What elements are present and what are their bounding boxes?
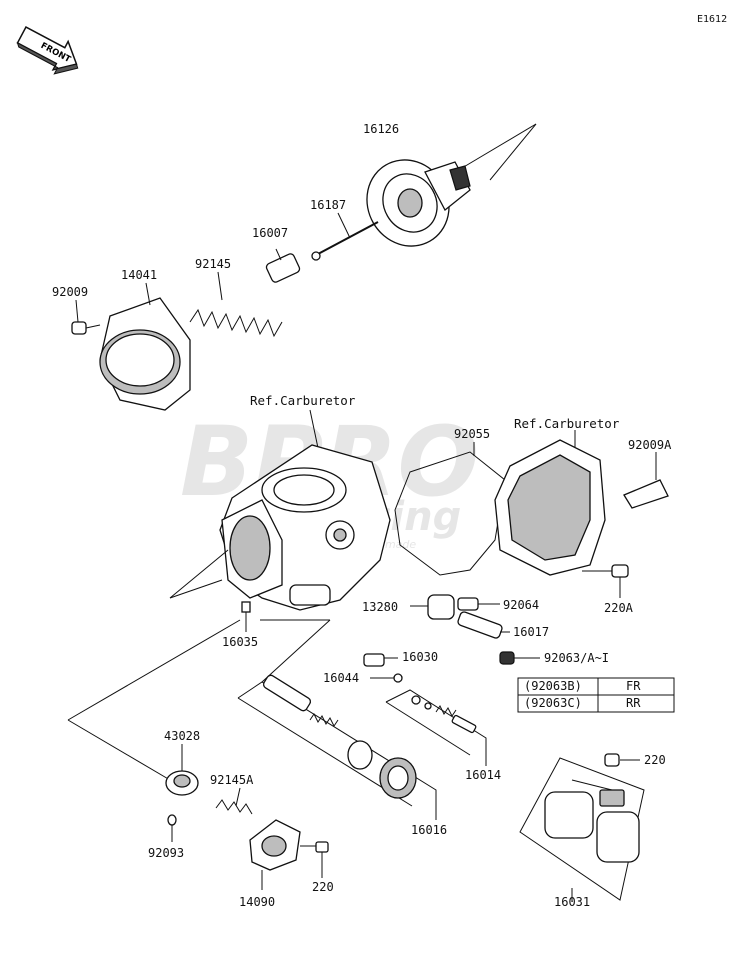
part-16031-float [519, 757, 645, 902]
label-16035: 16035 [222, 635, 258, 649]
part-220-screw-lower [300, 841, 329, 878]
label-92145: 92145 [195, 257, 231, 271]
part-92063-jet [499, 651, 540, 665]
label-92009: 92009 [52, 285, 88, 299]
part-92093-o-ring [167, 814, 177, 842]
variant-region-1: FR [626, 679, 641, 693]
part-92145a-spring [215, 787, 253, 815]
part-14041-cover [99, 282, 191, 411]
ref-carburetor-left: Ref.Carburetor [250, 393, 356, 408]
label-220-lower: 220 [312, 880, 334, 894]
label-220-upper: 220 [644, 753, 666, 767]
front-arrow-icon [16, 26, 79, 75]
label-16126: 16126 [363, 122, 399, 136]
label-14041: 14041 [121, 268, 157, 282]
part-16016-starter-set [67, 619, 437, 820]
part-16017-needle-jet [457, 611, 510, 639]
part-43028-diaphragm [165, 744, 199, 796]
label-92009a: 92009A [628, 438, 672, 452]
part-92064-jet [457, 597, 500, 611]
variant-code-1: (92063B) [524, 679, 582, 693]
part-220-screw-upper [604, 753, 640, 767]
part-13280-jet [410, 594, 455, 620]
part-16030-screw [363, 653, 398, 667]
label-220a: 220A [604, 601, 634, 615]
part-16187-needle [311, 212, 379, 261]
label-92055: 92055 [454, 427, 490, 441]
part-92009-screw [71, 299, 101, 335]
part-92145-spring [189, 271, 283, 338]
label-92063: 92063/A~I [544, 651, 609, 665]
label-16016: 16016 [411, 823, 447, 837]
label-16030: 16030 [402, 650, 438, 664]
variant-code-2: (92063C) [524, 696, 582, 710]
part-16035-plug [241, 601, 251, 632]
part-labels: 16126 16187 16007 92145 14041 92009 Ref.… [52, 122, 672, 909]
ref-carburetor-right: Ref.Carburetor [514, 416, 620, 431]
variant-table: (92063B) FR (92063C) RR [517, 677, 675, 713]
float-chamber-cover [494, 430, 606, 576]
label-16007: 16007 [252, 226, 288, 240]
part-220a-screw [582, 564, 629, 598]
label-16014: 16014 [465, 768, 501, 782]
label-16017: 16017 [513, 625, 549, 639]
label-43028: 43028 [164, 729, 200, 743]
part-16044-clip [370, 673, 403, 683]
label-16187: 16187 [310, 198, 346, 212]
label-92093: 92093 [148, 846, 184, 860]
label-16044: 16044 [323, 671, 359, 685]
label-16031: 16031 [554, 895, 590, 909]
part-92055-gasket [394, 442, 506, 576]
part-16126-diaphragm [366, 123, 537, 247]
variant-region-2: RR [626, 696, 641, 710]
label-92145a: 92145A [210, 773, 254, 787]
part-14090-cover [249, 819, 301, 890]
label-92064: 92064 [503, 598, 539, 612]
diagram-code: E1612 [697, 14, 727, 25]
carburetor-body [169, 409, 391, 611]
part-16007-holder [265, 248, 301, 283]
part-92009a-screw [623, 452, 669, 509]
label-13280: 13280 [362, 600, 398, 614]
label-14090: 14090 [239, 895, 275, 909]
part-16014-pilot-screw-set [385, 689, 487, 766]
